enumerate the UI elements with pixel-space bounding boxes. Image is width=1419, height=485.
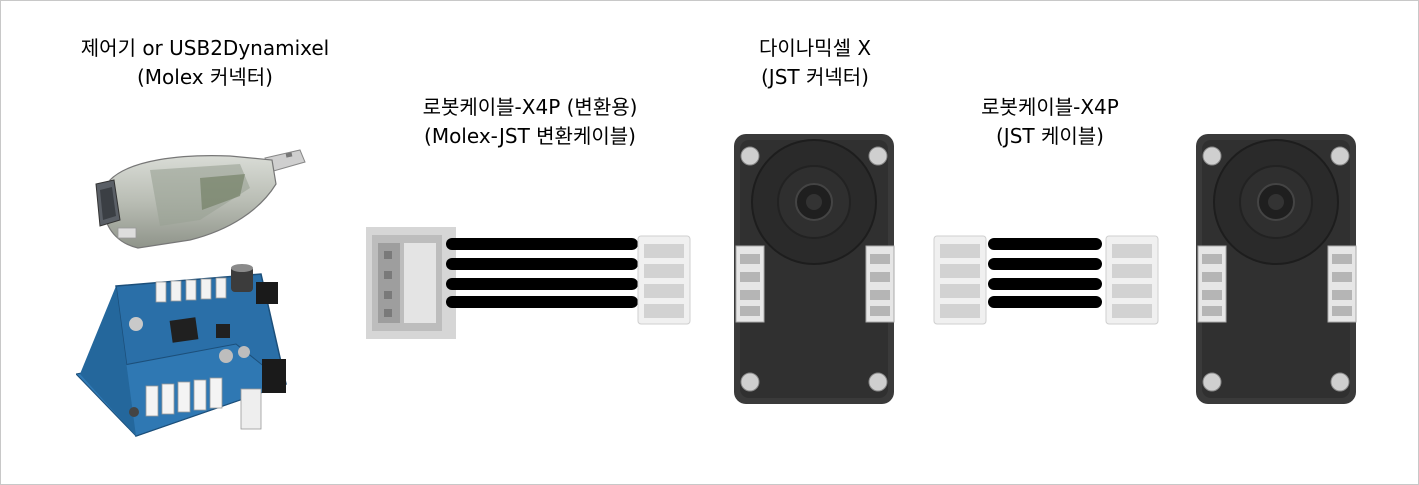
jst-cable-label: 로봇케이블-X4P (JST 케이블) <box>940 93 1160 151</box>
jst-cable-label-line2: (JST 케이블) <box>996 124 1104 148</box>
controller-label: 제어기 or USB2Dynamixel (Molex 커넥터) <box>40 34 370 92</box>
convert-cable-label: 로봇케이블-X4P (변환용) (Molex-JST 변환케이블) <box>370 93 690 151</box>
convert-cable-label-line2: (Molex-JST 변환케이블) <box>424 124 636 148</box>
convert-cable-label-line1: 로봇케이블-X4P (변환용) <box>422 95 638 119</box>
controller-label-line1: 제어기 or USB2Dynamixel <box>80 36 330 60</box>
jst-connector-image-1 <box>630 232 696 328</box>
molex-connector-image <box>366 227 458 341</box>
jst-cable-wires <box>982 236 1108 310</box>
controller-board-image <box>76 264 306 444</box>
jst-cable-label-line1: 로봇케이블-X4P <box>981 95 1119 119</box>
usb2dynamixel-image <box>90 140 315 255</box>
jst-connector-image-2 <box>930 232 996 328</box>
dynamixel-label-line1: 다이나믹셀 X <box>758 36 872 60</box>
convert-cable-wires <box>440 236 645 310</box>
controller-label-line2: (Molex 커넥터) <box>136 65 273 89</box>
dynamixel-x-servo-2 <box>1196 134 1358 406</box>
jst-connector-image-3 <box>1098 232 1164 328</box>
dynamixel-x-servo-1 <box>734 134 896 406</box>
dynamixel-label: 다이나믹셀 X (JST 커넥터) <box>725 34 905 92</box>
dynamixel-label-line2: (JST 커넥터) <box>761 65 869 89</box>
